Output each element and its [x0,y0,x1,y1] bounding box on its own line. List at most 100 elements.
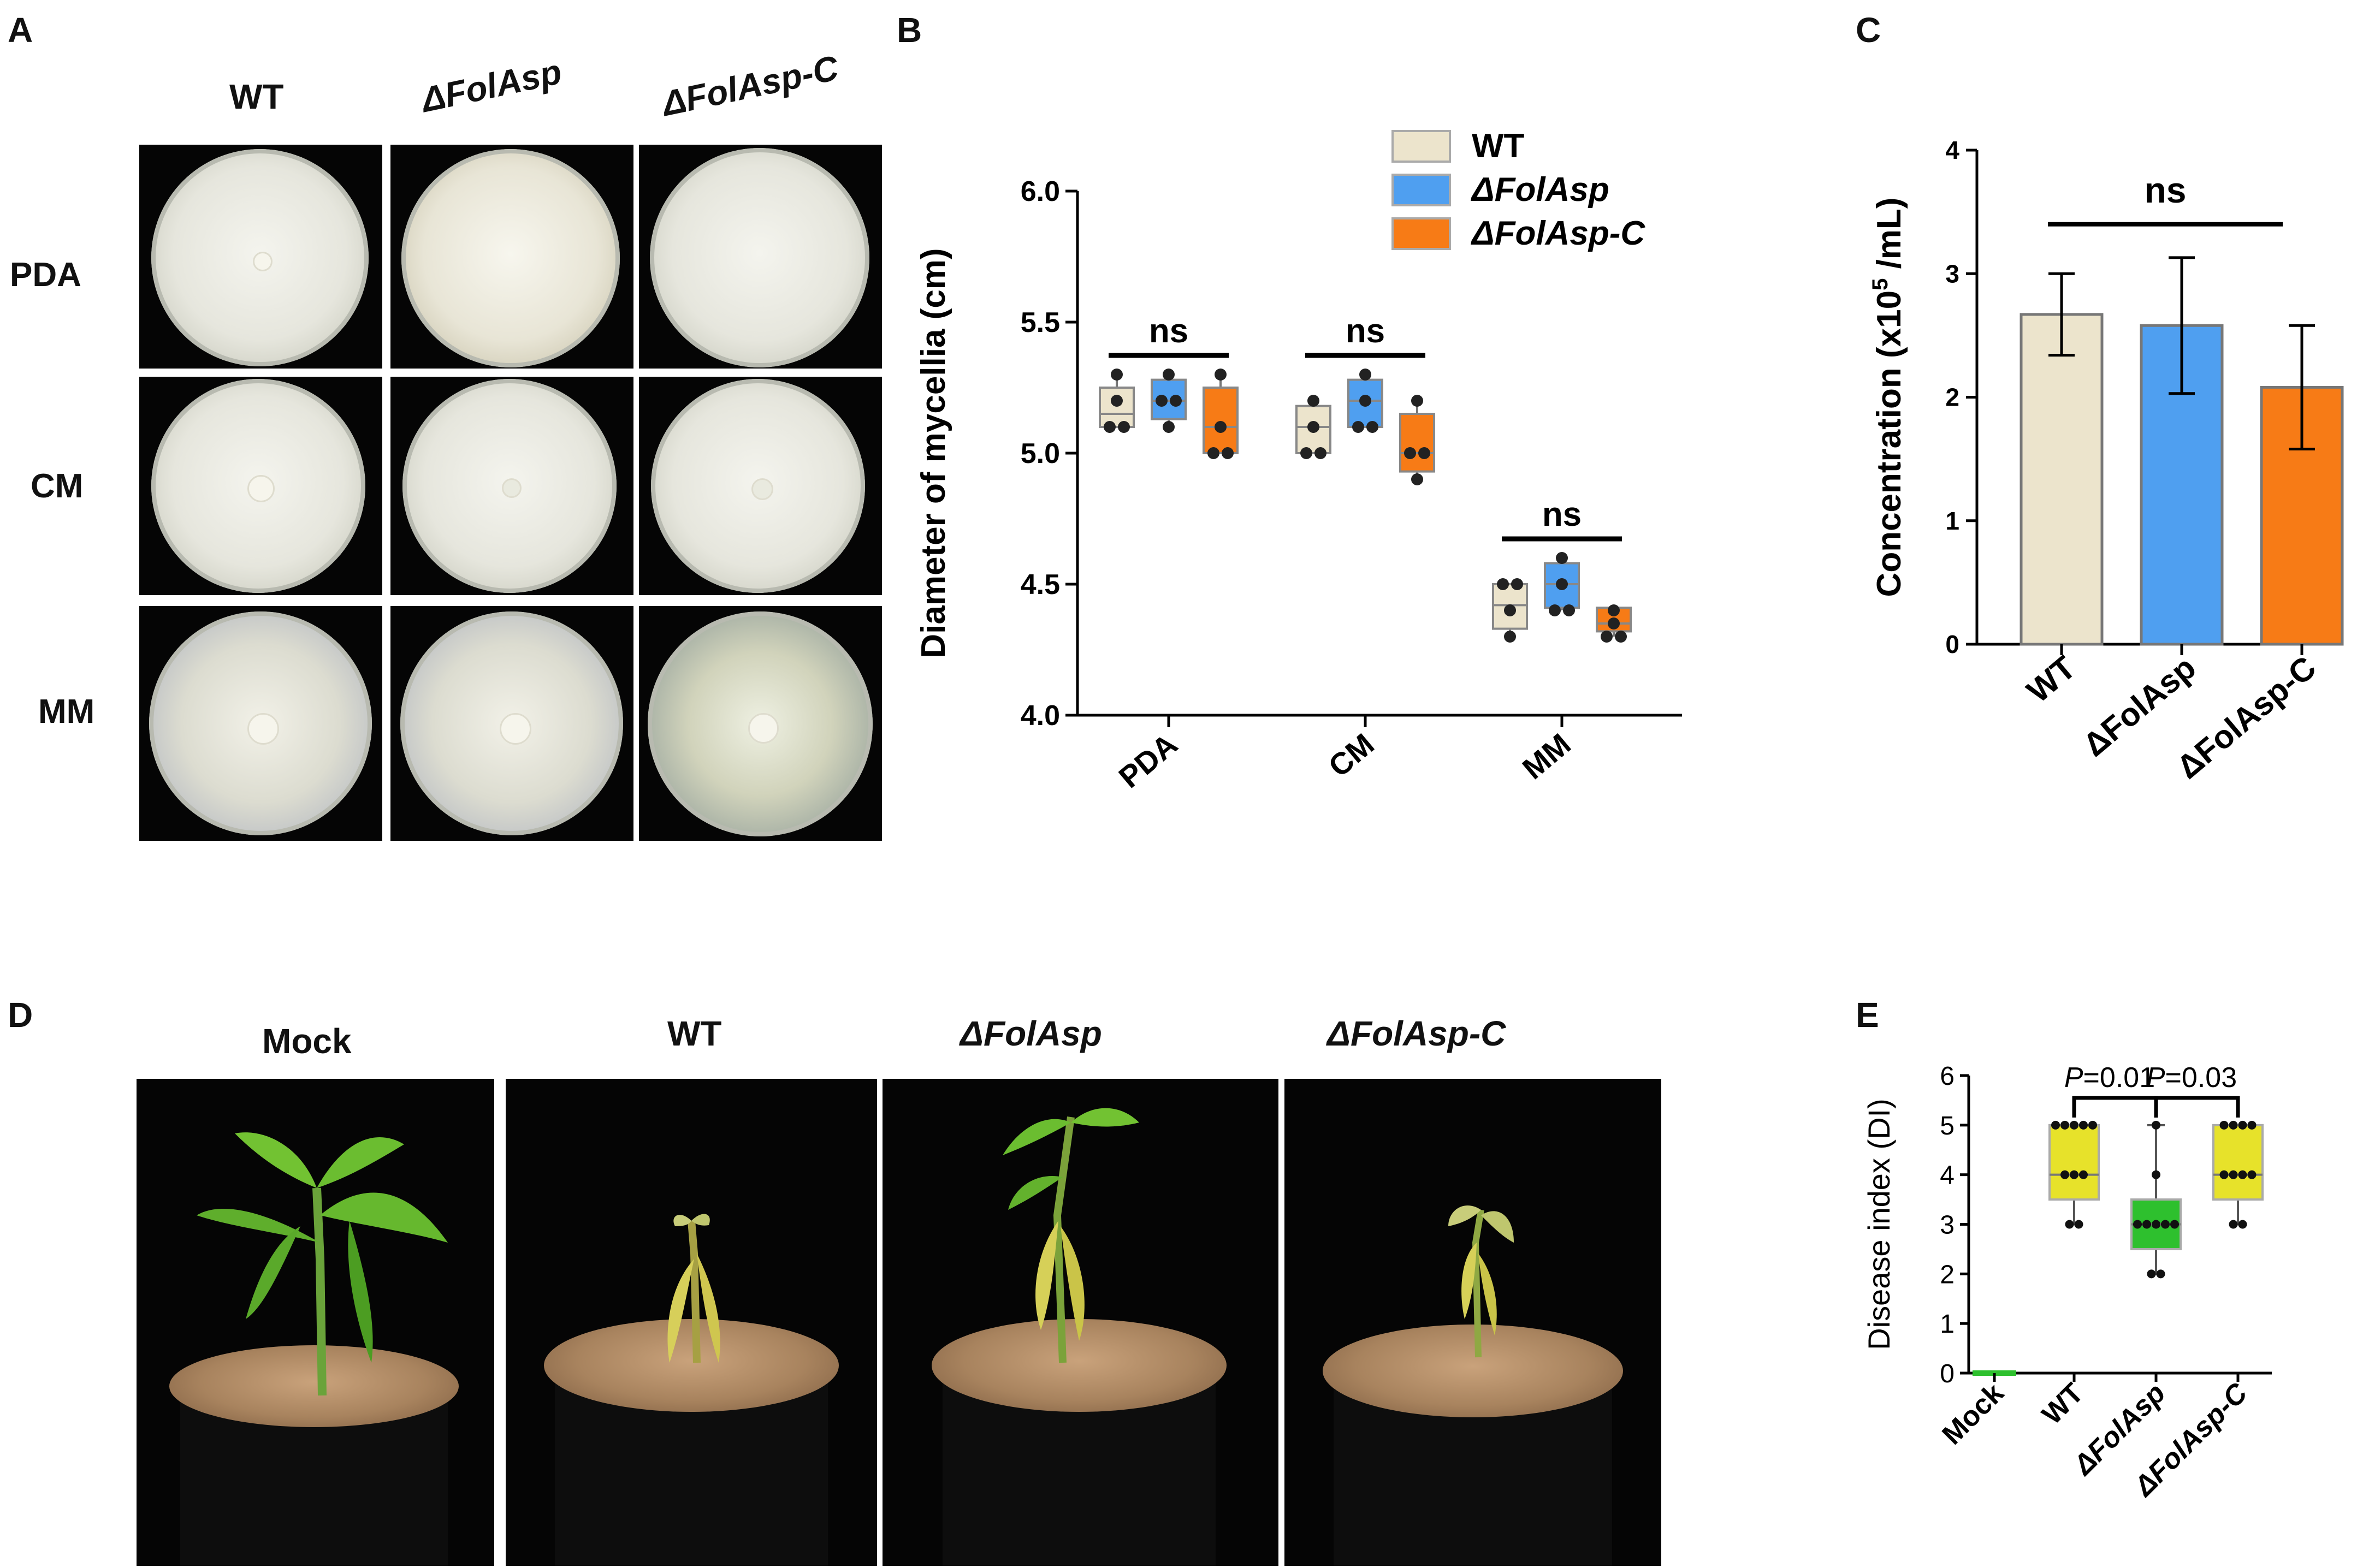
legend-label-b: ΔFolAsp-C [1471,215,1645,252]
plate-photo-delta-cm [390,377,633,595]
data-point-b [1111,369,1123,381]
data-point-e [2219,1170,2229,1179]
data-point-e [2133,1220,2142,1229]
axis-title-y-c-main: Concentration (x10 [1870,290,1908,597]
panel-a-row-cm: CM [31,467,84,505]
data-point-e [2152,1120,2160,1130]
data-point-e [2060,1120,2069,1130]
data-point-e [2060,1170,2069,1179]
plate-photo-delta-mm [390,606,633,841]
plant-photo-mock [137,1079,494,1566]
data-point-b [1352,421,1364,433]
data-point-b [1104,421,1116,433]
panel-letter-e: E [1856,995,1879,1035]
legend-label-b: ΔFolAsp [1471,171,1609,209]
data-point-b [1215,421,1227,433]
data-point-e [2229,1170,2238,1179]
legend-swatch-b [1391,174,1451,206]
data-point-e [2152,1220,2160,1229]
data-point-e [2147,1269,2156,1279]
data-point-b [1497,578,1509,590]
data-point-e [2156,1269,2165,1279]
data-point-e [2229,1120,2238,1130]
tick-label-x-b: MM [1516,727,1577,786]
tick-label-y-b: 4.0 [1021,700,1060,732]
plate-photo-wt-pda [139,145,382,369]
tick-label-x-b: PDA [1112,727,1184,794]
data-point-e [2152,1170,2160,1179]
annotation-ns-b: ns [1149,312,1188,350]
data-point-b [1314,447,1326,459]
box-b [1203,387,1239,454]
panel-d-column-mock: Mock [262,1021,352,1061]
box-b [1492,583,1528,630]
data-point-e [2247,1120,2257,1130]
data-point-e [2065,1220,2074,1229]
axis-title-y-c-sup: 5 [1868,278,1892,290]
tick-label-y-c: 4 [1945,136,1959,164]
tick-label-y-e: 5 [1940,1112,1955,1141]
comparison-label-e: P=0.03 [2146,1062,2237,1094]
data-point-e [2070,1120,2078,1130]
tick-label-y-b: 4.5 [1021,569,1060,601]
comparison-p-symbol-e: P [2146,1062,2165,1094]
tick-label-y-e: 0 [1940,1359,1955,1388]
data-point-b [1404,447,1416,459]
data-point-e [2161,1220,2170,1229]
box-e [2212,1124,2264,1201]
data-point-e [2051,1120,2060,1130]
data-point-b [1163,421,1175,433]
axis-title-y-b: Diameter of mycellia (cm) [915,248,952,658]
data-point-e [2079,1120,2088,1130]
tick-label-y-e: 4 [1940,1161,1955,1190]
data-point-b [1556,578,1568,590]
data-point-e [2219,1120,2229,1130]
plate-photo-complement-pda [639,145,882,369]
data-point-b [1359,395,1371,407]
panel-letter-c: C [1856,10,1881,50]
tick-label-y-b: 5.0 [1021,438,1060,470]
legend-swatch-b [1391,130,1451,163]
panel-a-row-pda: PDA [10,256,81,294]
tick-label-x-b: CM [1322,727,1381,783]
tick-label-y-b: 6.0 [1021,176,1060,207]
data-point-e [2238,1220,2247,1229]
data-point-e [2142,1220,2151,1229]
tick-label-y-c: 0 [1945,630,1959,658]
plate-photo-complement-cm [639,377,882,595]
data-point-b [1215,369,1227,381]
tick-label-y-e: 2 [1940,1260,1955,1289]
panel-d-column-delta: ΔFolAsp [960,1014,1102,1053]
data-point-e [2238,1170,2247,1179]
comparison-p-value-e: =0.01 [2083,1062,2155,1094]
panel-a-column-delta: ΔFolAsp [418,51,565,120]
data-point-e [2238,1120,2247,1130]
data-point-e [2070,1170,2078,1179]
tick-label-x-c: WT [2020,649,2083,710]
panel-d-column-complement: ΔFolAsp-C [1327,1014,1506,1053]
data-point-b [1163,369,1175,381]
comparison-label-e: P=0.01 [2064,1062,2155,1094]
data-point-b [1411,395,1423,407]
tick-label-y-e: 6 [1940,1062,1955,1091]
data-point-b [1549,604,1561,616]
data-point-e [2088,1120,2097,1130]
box-b [1295,405,1331,454]
tick-label-y-c: 3 [1945,259,1959,288]
data-point-b [1207,447,1219,459]
tick-label-y-e: 3 [1940,1211,1955,1240]
annotation-ns-c: ns [2144,170,2186,210]
data-point-b [1411,473,1423,485]
panel-a-column-complement: ΔFolAsp-C [659,47,842,124]
legend-label-b: WT [1472,127,1525,165]
data-point-e [2079,1170,2088,1179]
data-point-b [1111,395,1123,407]
data-point-e [2074,1220,2083,1229]
data-point-b [1307,395,1319,407]
data-point-e [2229,1220,2238,1229]
panel-a-row-mm: MM [38,693,95,730]
data-point-b [1556,552,1568,564]
box-b [1099,387,1135,428]
box-b [1399,413,1435,473]
